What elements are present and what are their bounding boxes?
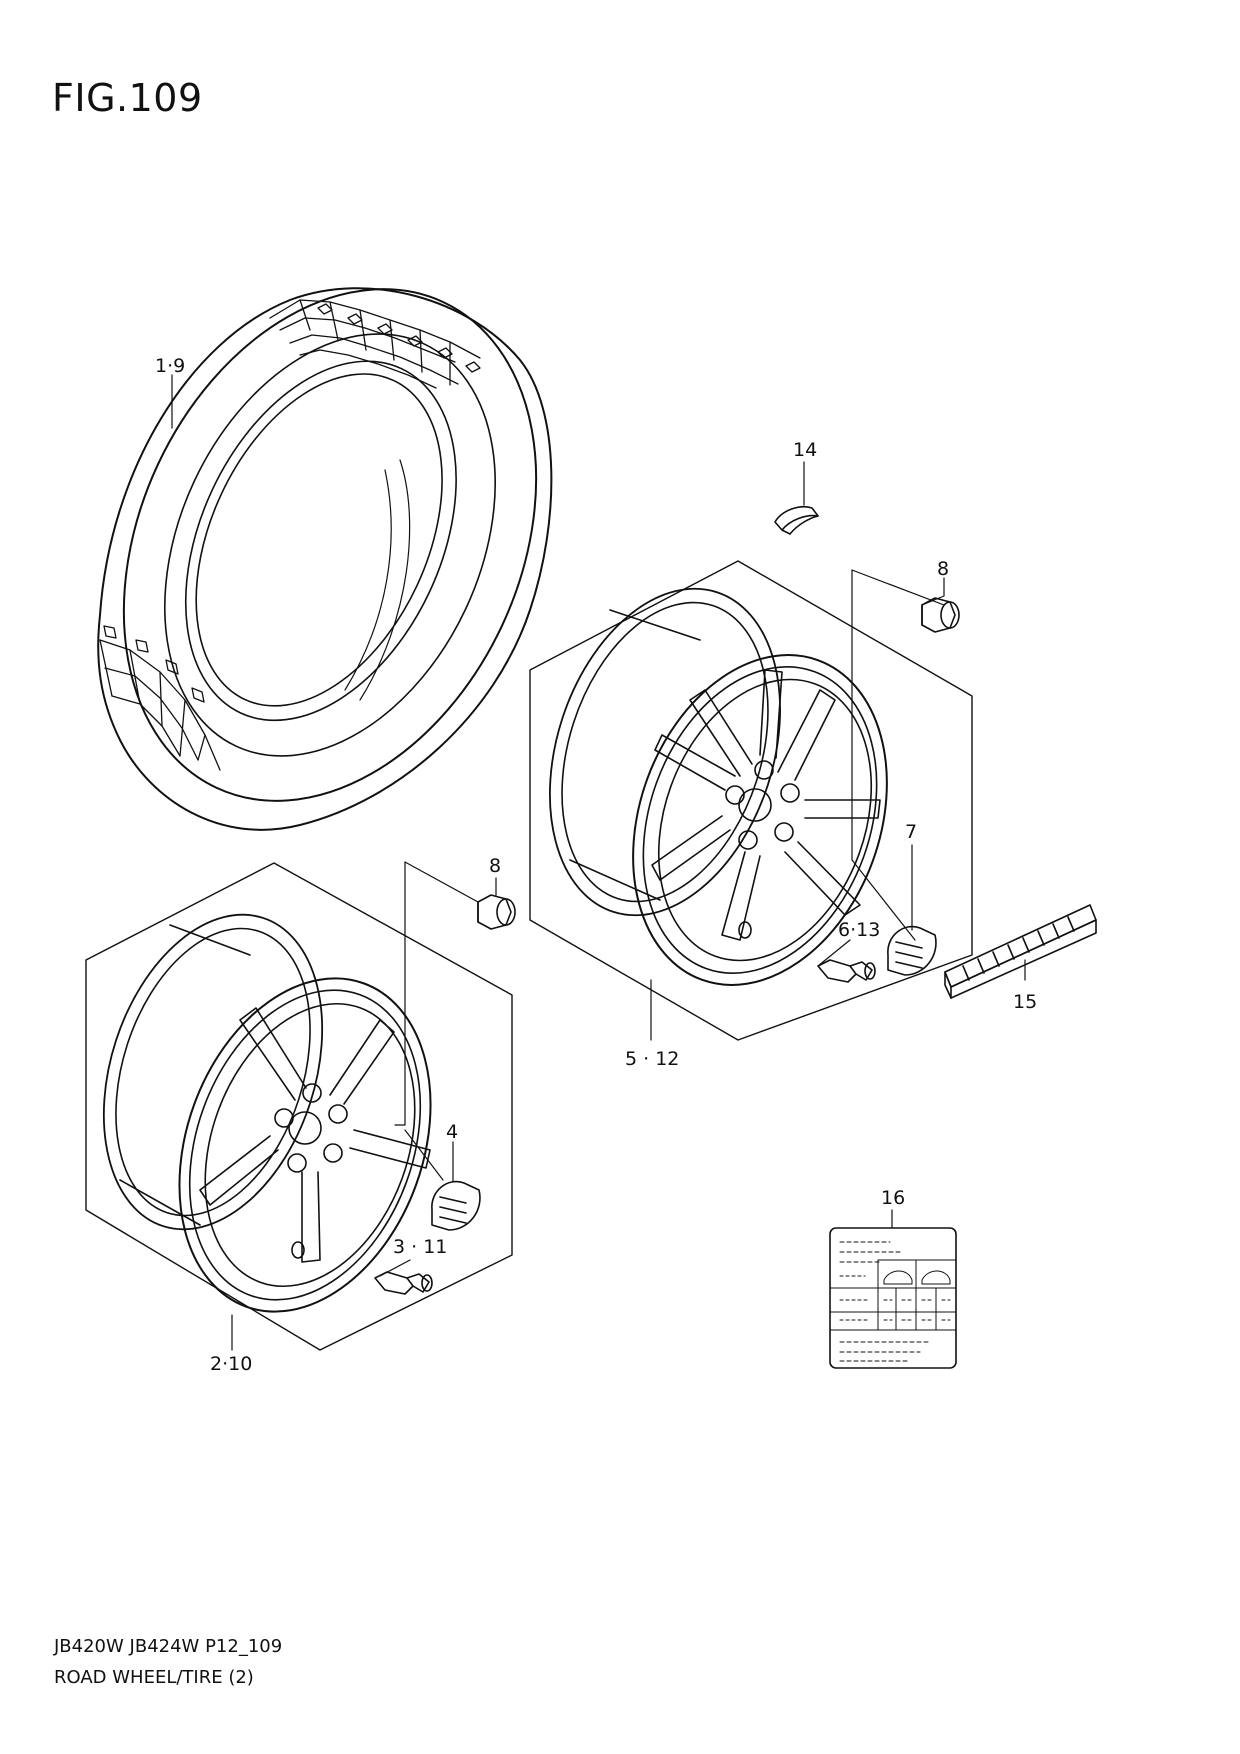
valve-lower <box>375 1272 432 1294</box>
figure-title: FIG.109 <box>52 76 203 120</box>
upper-wheel <box>510 559 931 1021</box>
callout-nut-upper: 8 <box>937 558 949 580</box>
leader-lines <box>172 375 1025 1350</box>
tire-info-label <box>830 1228 956 1368</box>
balance-weight <box>945 905 1096 998</box>
tread-pattern-left <box>100 626 220 770</box>
center-cap-upper <box>888 927 936 975</box>
callout-nut-lower: 8 <box>489 855 501 877</box>
lower-wheel <box>66 886 475 1347</box>
callout-valve-upper: 6·13 <box>838 919 880 941</box>
center-cap-lower <box>432 1182 480 1230</box>
tread-pattern-top <box>270 300 480 388</box>
callout-wheel-lower: 2·10 <box>210 1353 252 1375</box>
model-code: JB420W JB424W P12_109 <box>54 1636 283 1657</box>
valve-upper <box>818 960 875 982</box>
callout-center-cap-upper: 7 <box>905 821 917 843</box>
callout-valve-cap: 14 <box>793 439 817 461</box>
figure-caption: ROAD WHEEL/TIRE (2) <box>54 1667 254 1688</box>
callout-balance-weight: 15 <box>1013 991 1037 1013</box>
upper-wheel-frame <box>530 561 972 1040</box>
tire <box>45 222 616 868</box>
callout-center-cap-lower: 4 <box>446 1121 458 1143</box>
callout-wheel-upper: 5 · 12 <box>625 1048 679 1070</box>
wheel-nut-lower <box>478 895 515 929</box>
callout-tire: 1·9 <box>155 355 185 377</box>
lower-wheel-frame <box>86 863 512 1350</box>
callout-label: 16 <box>881 1187 905 1209</box>
callout-valve-lower: 3 · 11 <box>393 1236 447 1258</box>
valve-cap-part <box>775 507 818 534</box>
